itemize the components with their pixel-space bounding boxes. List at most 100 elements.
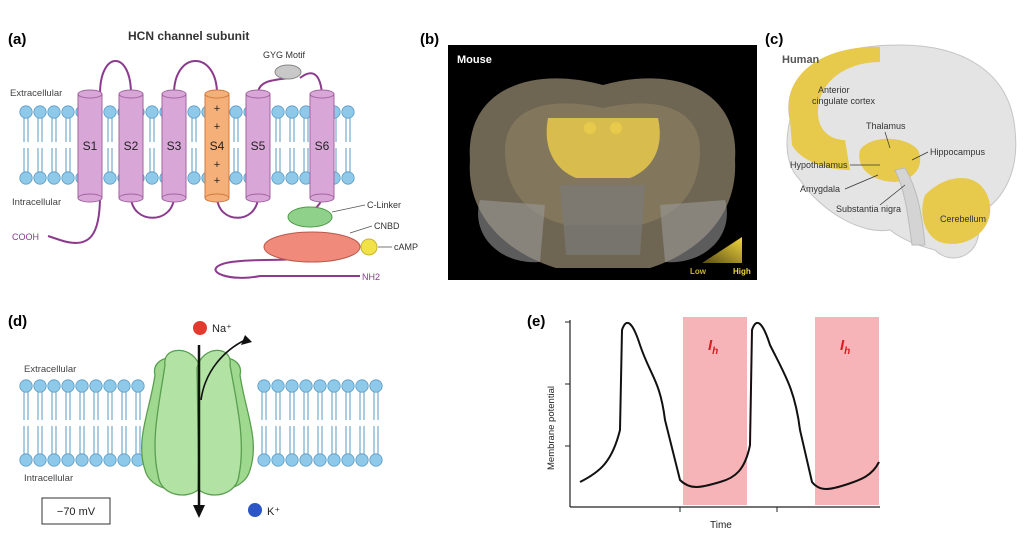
loop-s4-s5 (216, 195, 259, 219)
lipid-head (187, 105, 201, 119)
lipid-bilayer-d (19, 379, 383, 467)
lipid-head (47, 105, 61, 119)
panel-b: (b) Mouse Low High (420, 31, 757, 280)
lipid-head (19, 171, 33, 185)
extracellular-label-d: Extracellular (24, 364, 76, 375)
lipid-head (369, 379, 383, 393)
camp-label: cAMP (394, 242, 418, 252)
panel-a-title: HCN channel subunit (128, 29, 249, 43)
axis-ticks (565, 321, 778, 512)
panel-a-letter: (a) (8, 31, 26, 48)
lipid-head (47, 453, 61, 467)
mouse-label: Mouse (457, 54, 492, 66)
action-potential-trace (579, 321, 880, 490)
lipid-head (257, 453, 271, 467)
lipid-head (117, 379, 131, 393)
c-linker-label: C-Linker (367, 200, 401, 210)
cerebellum-label: Cerebellum (940, 214, 986, 224)
lipid-head (75, 379, 89, 393)
lipid-head (285, 453, 299, 467)
helix-s3: S3 (161, 89, 187, 203)
helix-s5: S5 (245, 89, 271, 203)
lipid-head (103, 453, 117, 467)
lipid-head (285, 105, 299, 119)
lipid-head (61, 105, 75, 119)
panel-e: (e) Ih Ih Membrane potential Time (527, 313, 880, 531)
lipid-head (271, 105, 285, 119)
lipid-head (229, 171, 243, 185)
lipid-head (89, 453, 103, 467)
acc-label-2: cingulate cortex (812, 96, 876, 106)
helix-label: S5 (251, 139, 266, 153)
lipid-head (313, 379, 327, 393)
acc-label-1: Anterior (818, 85, 850, 95)
camp-molecule (360, 238, 378, 256)
lipid-head (89, 379, 103, 393)
c-linker-domain (287, 206, 333, 228)
lipid-head (341, 105, 355, 119)
lipid-head (257, 379, 271, 393)
gyg-motif (274, 64, 302, 80)
helix-label: S1 (83, 139, 98, 153)
lipid-head (271, 453, 285, 467)
lipid-head (285, 379, 299, 393)
lipid-head (187, 171, 201, 185)
amygdala-label: Amygdala (800, 184, 840, 194)
panel-e-letter: (e) (527, 313, 545, 330)
extracellular-label-a: Extracellular (10, 88, 62, 99)
lipid-head (61, 453, 75, 467)
lipid-head (131, 379, 145, 393)
ih-label-1: Ih (708, 337, 718, 357)
lipid-head (19, 379, 33, 393)
lipid-head (47, 379, 61, 393)
gyg-label: GYG Motif (263, 50, 306, 60)
nh2-label: NH2 (362, 272, 380, 282)
lipid-head (313, 453, 327, 467)
panel-c: (c) Human Anterior cingulate cortex Thal… (765, 31, 1017, 259)
cooh-tail (47, 195, 101, 245)
cerebellum-region (922, 178, 991, 244)
intracellular-label-a: Intracellular (12, 197, 61, 208)
lipid-head (271, 379, 285, 393)
lipid-head (33, 171, 47, 185)
panel-d-letter: (d) (8, 313, 27, 330)
lipid-head (61, 379, 75, 393)
lipid-head (299, 453, 313, 467)
lipid-head (299, 379, 313, 393)
legend-low: Low (690, 267, 707, 276)
helix-s2: S2 (118, 89, 144, 203)
cnbd-label: CNBD (374, 221, 400, 231)
lipid-head (103, 379, 117, 393)
lipid-head (327, 453, 341, 467)
hypothalamus-label: Hypothalamus (790, 160, 848, 170)
positive-charge: + (214, 159, 220, 171)
lipid-head (271, 171, 285, 185)
lipid-bilayer-a (19, 105, 355, 185)
k-label: K⁺ (267, 506, 280, 518)
loop-s1-s2 (99, 60, 132, 95)
lipid-head (19, 105, 33, 119)
cooh-label: COOH (12, 232, 39, 242)
lipid-head (355, 379, 369, 393)
cnbd-domain (263, 231, 361, 263)
hippocampus-label: Hippocampus (930, 147, 986, 157)
helix-label: S2 (124, 139, 139, 153)
lipid-head (33, 105, 47, 119)
k-efflux-arrow (200, 339, 246, 401)
lipid-head (103, 171, 117, 185)
helix-label: S3 (167, 139, 182, 153)
lipid-head (327, 379, 341, 393)
lipid-head (285, 171, 299, 185)
panel-a: (a) HCN channel subunit Extracellular In… (8, 29, 418, 282)
lipid-head (145, 171, 159, 185)
helix-label: S4 (210, 139, 225, 153)
lipid-head (33, 379, 47, 393)
intracellular-label-d: Intracellular (24, 473, 73, 484)
lipid-head (47, 171, 61, 185)
positive-charge: + (214, 175, 220, 187)
voltage-box (41, 497, 111, 525)
ih-label-2: Ih (840, 337, 850, 357)
lipid-head (33, 453, 47, 467)
voltage-label: −70 mV (57, 506, 96, 518)
